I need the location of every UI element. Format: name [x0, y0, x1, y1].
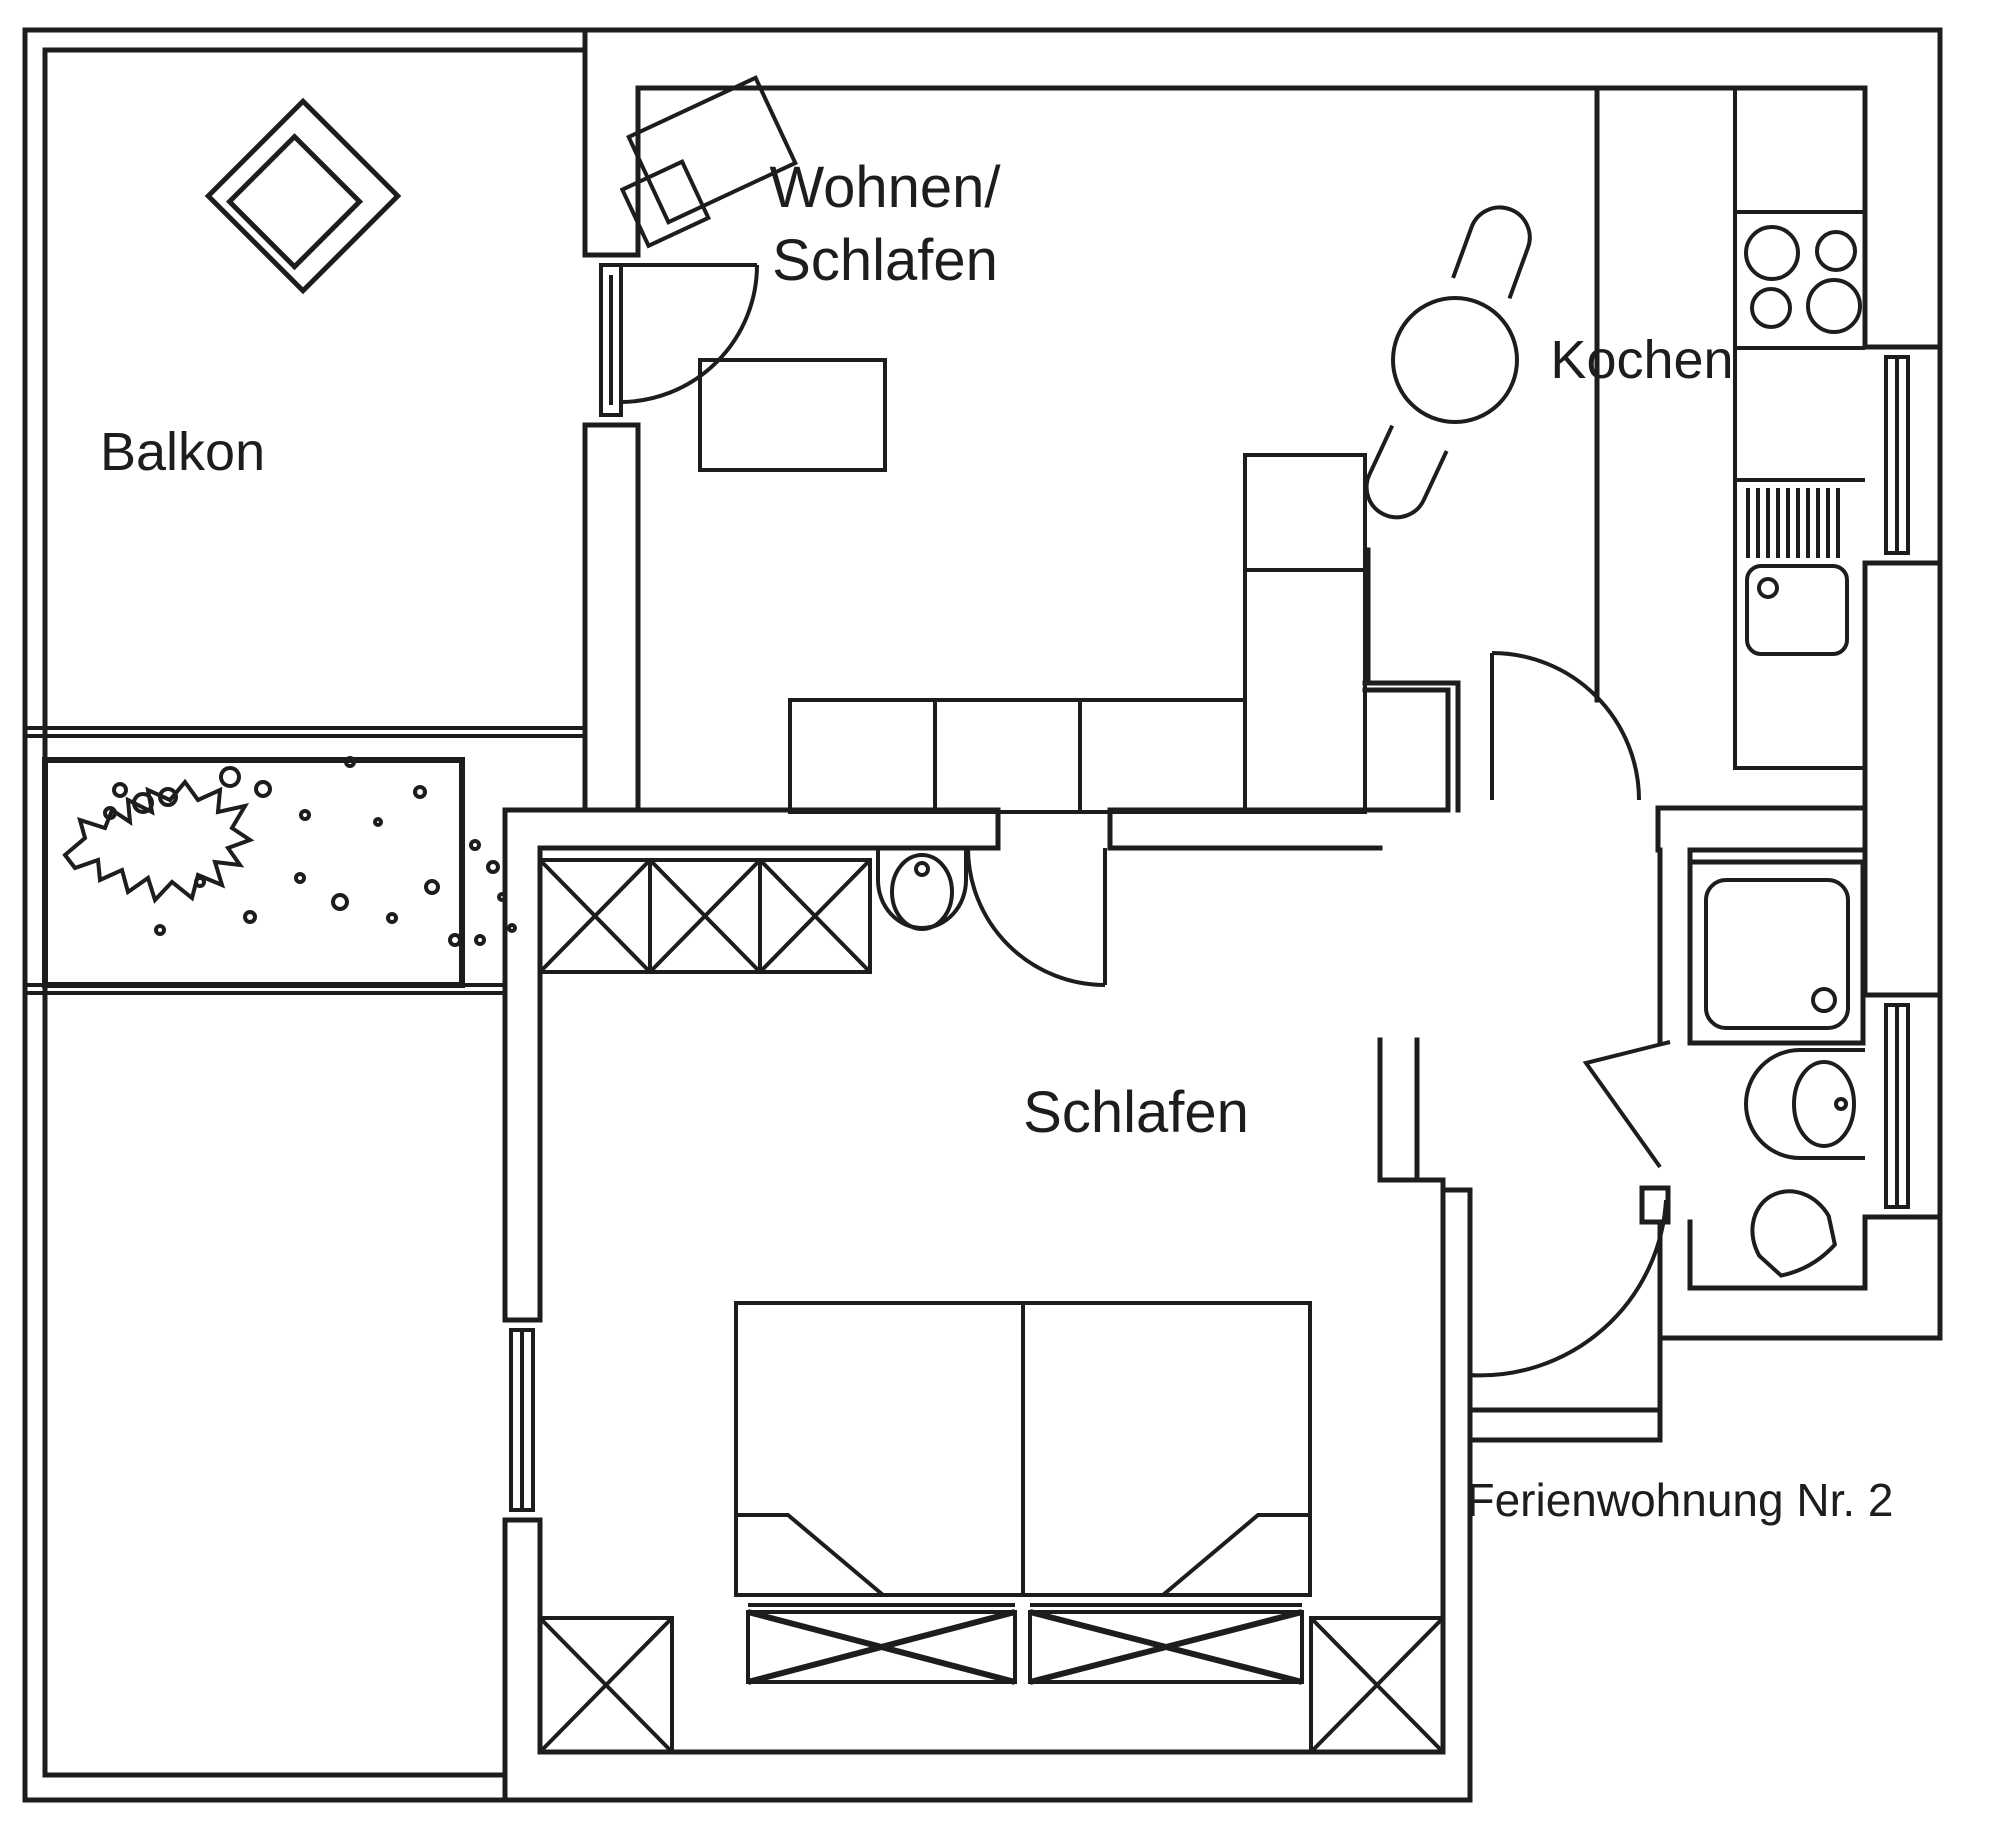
- kitchen-window: [1884, 355, 1910, 555]
- bedroom-furniture: [538, 848, 1445, 1754]
- labels: Balkon Wohnen/ Schlafen Kochen Schlafen …: [100, 155, 1894, 1526]
- balcony-door-frame: [599, 263, 623, 417]
- corner-cabinet-right: [1309, 1616, 1445, 1754]
- bath-sink: [1744, 1048, 1865, 1160]
- living-left-wall: [582, 27, 1868, 813]
- double-bed: [734, 1301, 1312, 1597]
- living-label-line1: Wohnen/: [769, 155, 1001, 220]
- bath-door-jamb-post: [1639, 1185, 1671, 1225]
- balcony-divider-rails: [25, 726, 585, 995]
- sofa: [788, 453, 1367, 814]
- planter-box: [42, 757, 465, 988]
- stove: [1744, 225, 1862, 334]
- bedroom-window: [509, 1328, 535, 1512]
- foot-bench-left: [746, 1603, 1017, 1685]
- wardrobe: [538, 858, 872, 974]
- bedroom-bottom-east-walls: [537, 1037, 1473, 1803]
- bathroom-fixtures: [1687, 859, 1866, 1278]
- duvet-folds: [736, 1513, 1310, 1597]
- bedroom-sink: [876, 848, 968, 931]
- kitchen-counter: [1733, 88, 1865, 770]
- balcony-table-chair: [204, 97, 402, 295]
- kitchen-sink: [1745, 488, 1849, 656]
- armchair: [619, 75, 798, 249]
- dividing-wall: [502, 807, 1451, 851]
- plan-drawing: Balkon Wohnen/ Schlafen Kochen Schlafen …: [22, 27, 1943, 1803]
- windows: [509, 263, 1910, 1512]
- bathroom-walls: [1467, 85, 1943, 1413]
- kitchen-door: [1490, 651, 1641, 801]
- bedroom-label: Schlafen: [1023, 1080, 1249, 1145]
- living-label-line2: Schlafen: [772, 228, 998, 293]
- plan-title: Ferienwohnung Nr. 2: [1466, 1474, 1893, 1526]
- balcony-area: [25, 97, 585, 995]
- dining-chair-top: [1451, 205, 1532, 300]
- bedroom-door: [966, 847, 1107, 987]
- shower: [1687, 859, 1866, 1046]
- living-se-step: [1362, 85, 1600, 813]
- bathroom-window: [1884, 1003, 1910, 1209]
- wc-corridor-door: [1467, 1199, 1668, 1378]
- dining-chair-bottom: [1364, 424, 1449, 520]
- outer-walls: [22, 27, 1943, 1803]
- drainer: [1746, 488, 1840, 558]
- kitchen-label: Kochen: [1550, 330, 1733, 390]
- outer-boundary: [22, 27, 1943, 1803]
- doors: [619, 263, 1671, 1378]
- kitchen-fixtures: [1733, 88, 1865, 770]
- interior-walls: [502, 27, 1943, 1803]
- toilet: [1750, 1189, 1838, 1278]
- dining-table: [1391, 296, 1519, 424]
- living-room-furniture: [619, 75, 1532, 814]
- balcony-door: [619, 263, 759, 404]
- foot-bench-right: [1028, 1603, 1304, 1685]
- balcony-label: Balkon: [100, 422, 265, 482]
- bathroom-door: [1582, 1040, 1671, 1169]
- planter-rock: [62, 778, 255, 904]
- bedroom-left-wall: [502, 807, 543, 1803]
- coffee-table: [698, 358, 887, 472]
- corner-cabinet-left: [538, 1616, 674, 1754]
- planter-pebbles: [103, 756, 517, 947]
